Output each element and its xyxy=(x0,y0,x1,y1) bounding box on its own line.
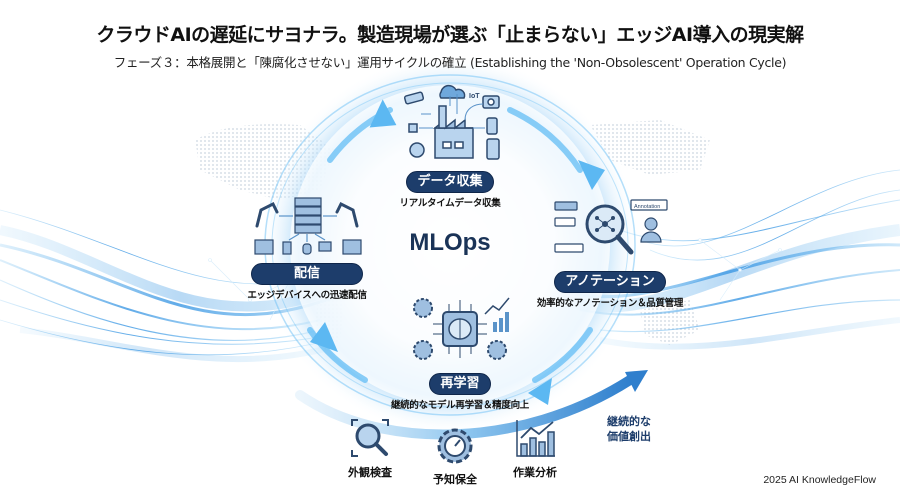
pill-retraining: 再学習 xyxy=(429,373,491,395)
node-data-collection: IoT データ収集 リアルタイムデータ収集 xyxy=(380,84,520,209)
magnifier-annotation-icon: Annotation xyxy=(554,199,668,255)
page-subtitle: フェーズ３：本格展開と「陳腐化させない」運用サイクルの確立 (Establish… xyxy=(113,55,787,70)
desc-data-collection: リアルタイムデータ収集 xyxy=(399,198,501,209)
node-retraining: 再学習 継続的なモデル再学習＆精度向上 xyxy=(380,292,540,411)
use-case-visual-inspection: 外観検査 xyxy=(340,418,400,480)
pill-deployment: 配信 xyxy=(250,263,363,285)
use-case-work-analysis: 作業分析 xyxy=(505,418,565,480)
use-case-predictive-maintenance: 予知保全 xyxy=(425,427,485,487)
brain-chip-icon xyxy=(413,297,510,360)
cycle-arrows xyxy=(310,99,605,405)
use-case-label: 外観検査 xyxy=(348,466,392,479)
desc-retraining: 継続的なモデル再学習＆精度向上 xyxy=(390,400,529,411)
svg-text:Annotation: Annotation xyxy=(634,204,660,210)
factory-iot-icon: IoT xyxy=(403,84,500,160)
desc-deployment: エッジデバイスへの迅速配信 xyxy=(247,290,367,301)
page-title: クラウドAIの遅延にサヨナラ。製造現場が選ぶ「止まらない」エッジAI導入の現実解 xyxy=(96,24,804,46)
mlops-center-label: MLOps xyxy=(409,229,491,256)
value-line-2: 価値創出 xyxy=(607,430,651,443)
use-case-label: 作業分析 xyxy=(513,466,557,479)
gauge-gear-icon xyxy=(437,428,473,464)
server-robots-icon xyxy=(254,197,362,255)
pill-data-collection: データ収集 xyxy=(406,171,494,193)
svg-text:IoT: IoT xyxy=(469,93,480,100)
node-annotation: Annotation アノテーション 効率的なアノテーション＆品質管理 xyxy=(520,196,700,309)
value-line-1: 継続的な xyxy=(607,415,651,428)
bar-chart-trend-icon xyxy=(516,420,555,457)
desc-annotation: 効率的なアノテーション＆品質管理 xyxy=(536,298,684,309)
value-creation-label: 継続的な 価値創出 xyxy=(607,414,651,444)
footer-credit: 2025 AI KnowledgeFlow xyxy=(763,474,876,486)
use-case-label: 予知保全 xyxy=(433,473,477,486)
inspection-magnifier-icon xyxy=(351,419,389,457)
pill-annotation: アノテーション xyxy=(554,271,666,293)
node-deployment: 配信 エッジデバイスへの迅速配信 xyxy=(232,196,382,301)
